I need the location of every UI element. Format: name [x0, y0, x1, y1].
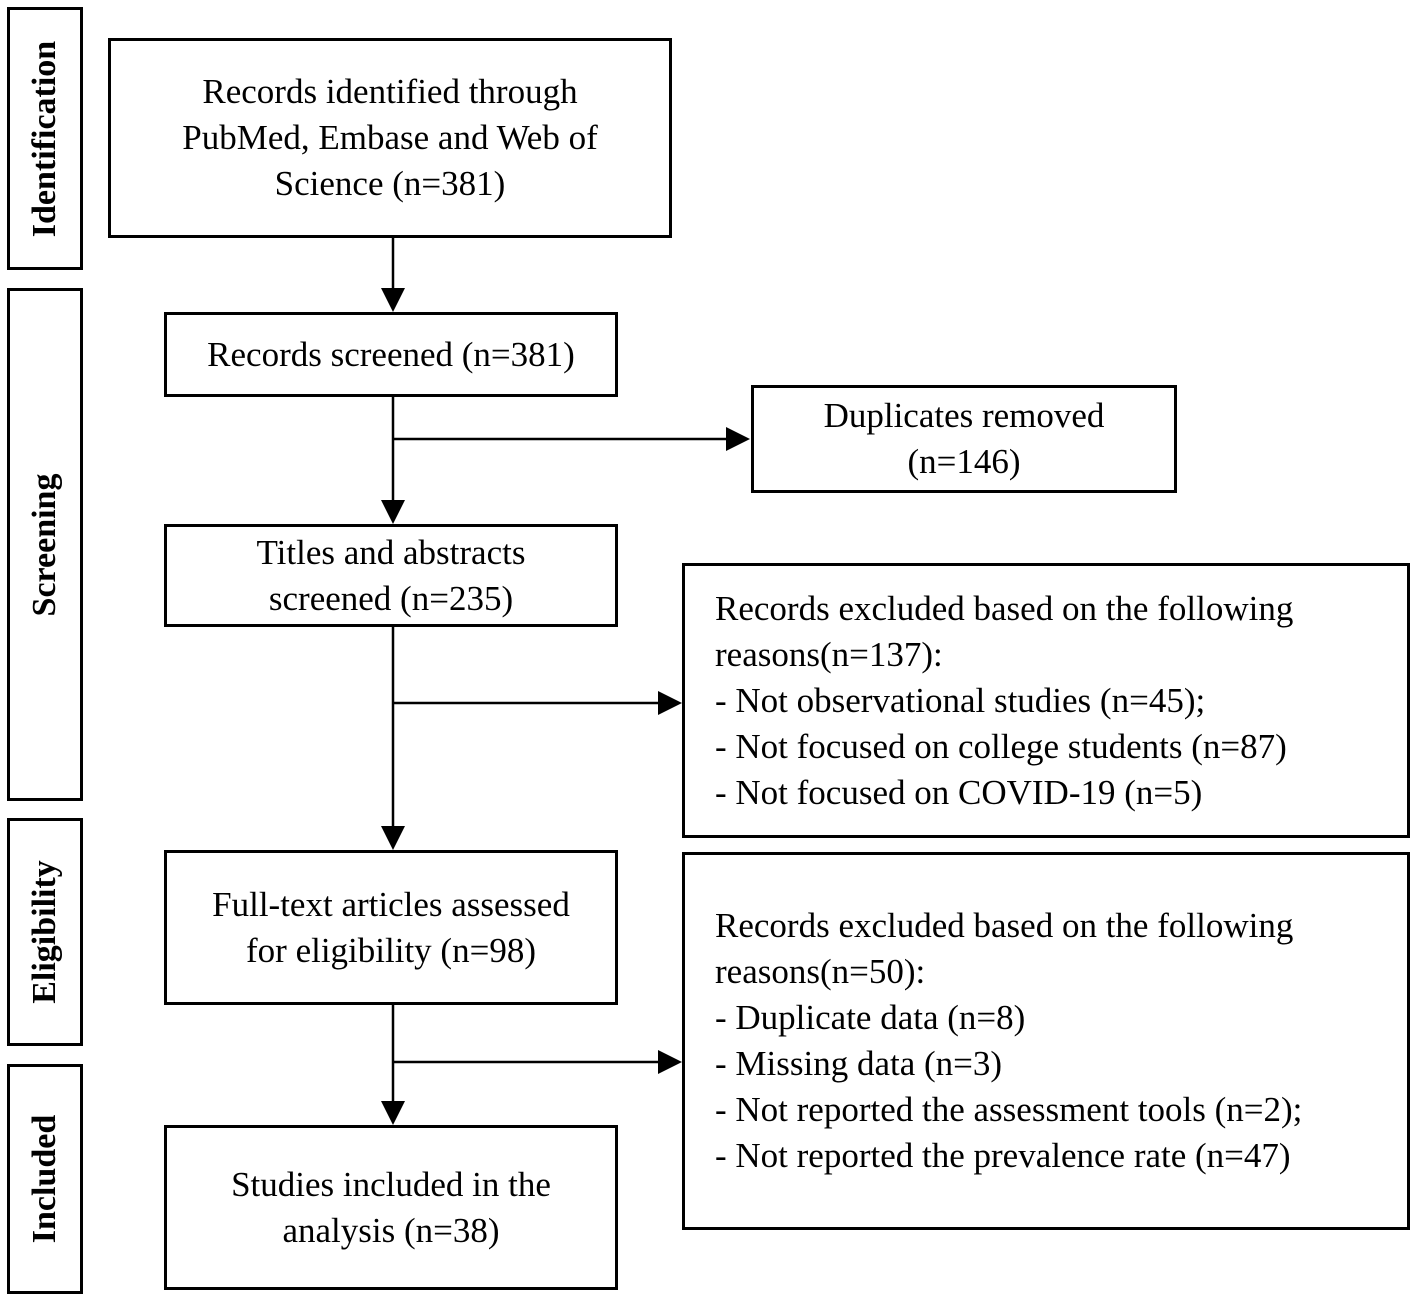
stage-screening: Screening	[7, 288, 83, 801]
box-line: (n=146)	[907, 442, 1021, 481]
box-studies-included: Studies included in the analysis (n=38)	[164, 1125, 618, 1290]
box-line: reasons(n=137):	[715, 634, 943, 674]
box-line: Titles and abstracts	[256, 532, 526, 572]
arrowhead-2	[381, 500, 405, 524]
box-line: - Not reported the assessment tools (n=2…	[715, 1090, 1303, 1129]
box-line: Science (n=381)	[274, 164, 506, 203]
arrowhead-1	[381, 288, 405, 312]
box-duplicates-removed: Duplicates removed (n=146)	[751, 385, 1177, 493]
box-line: - Not focused on COVID-19 (n=5)	[715, 772, 1203, 812]
box-line: PubMed, Embase and Web of	[182, 118, 598, 157]
stage-identification: Identification	[7, 7, 83, 270]
arrowhead-7	[658, 1050, 682, 1074]
box-line: - Missing data (n=3)	[715, 1044, 1003, 1083]
box-records-excluded-1: Records excluded based on the following …	[682, 563, 1410, 838]
arrowhead-3	[726, 427, 750, 451]
box-titles-abstracts: Titles and abstracts screened (n=235)	[164, 524, 618, 627]
box-line: analysis (n=38)	[282, 1210, 500, 1250]
box-records-identified: Records identified through PubMed, Embas…	[108, 38, 672, 238]
box-line: - Duplicate data (n=8)	[715, 998, 1026, 1037]
box-line: reasons(n=50):	[715, 952, 926, 991]
box-line: Records identified through	[202, 72, 578, 111]
box-full-text-assessed: Full-text articles assessed for eligibil…	[164, 850, 618, 1005]
arrowhead-4	[381, 826, 405, 850]
box-records-screened: Records screened (n=381)	[164, 312, 618, 397]
box-line: for eligibility (n=98)	[246, 930, 536, 970]
arrowhead-6	[381, 1101, 405, 1125]
box-line: - Not reported the prevalence rate (n=47…	[715, 1136, 1291, 1175]
box-line: Full-text articles assessed	[212, 884, 570, 924]
box-line: - Not observational studies (n=45);	[715, 680, 1206, 720]
stage-included: Included	[7, 1064, 83, 1294]
box-line: Records excluded based on the following	[715, 906, 1294, 945]
box-records-excluded-2: Records excluded based on the following …	[682, 852, 1410, 1230]
box-line: Duplicates removed	[823, 396, 1105, 435]
stage-eligibility: Eligibility	[7, 818, 83, 1046]
box-line: Records screened (n=381)	[207, 334, 575, 374]
arrowhead-5	[658, 691, 682, 715]
box-line: Studies included in the	[231, 1164, 551, 1204]
box-line: Records excluded based on the following	[715, 588, 1294, 628]
box-line: screened (n=235)	[268, 578, 514, 618]
box-line: - Not focused on college students (n=87)	[715, 726, 1287, 766]
